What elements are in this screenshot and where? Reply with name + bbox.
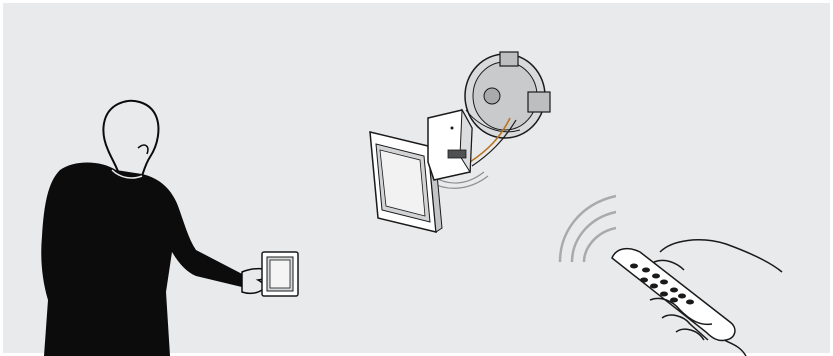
person-torso bbox=[41, 163, 250, 356]
person-silhouette bbox=[41, 101, 276, 356]
radio-waves bbox=[560, 196, 616, 262]
person-head bbox=[103, 101, 158, 178]
receiver-module bbox=[428, 110, 472, 180]
wall-switch bbox=[262, 252, 298, 296]
flush-mounting-box bbox=[465, 52, 550, 138]
